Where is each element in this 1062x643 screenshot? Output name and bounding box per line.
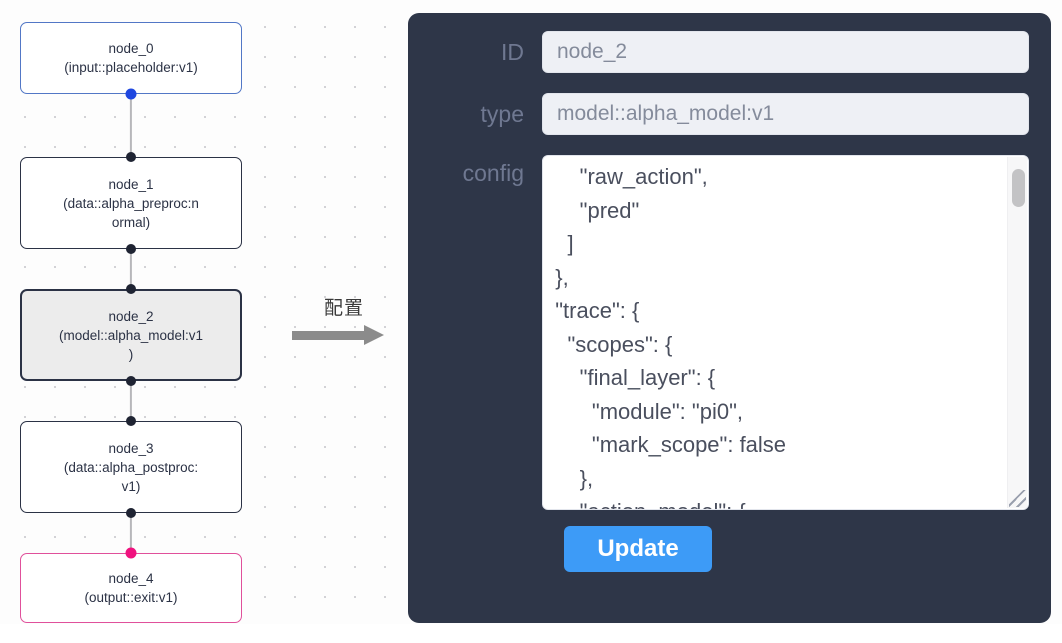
config-scrollbar[interactable] bbox=[1007, 157, 1027, 508]
flow-node-node_4[interactable]: node_4 (output::exit:v1) bbox=[20, 553, 242, 623]
config-textarea[interactable]: "raw_action", "pred" ] }, "trace": { "sc… bbox=[542, 155, 1029, 510]
type-label: type bbox=[480, 101, 524, 127]
field-row-config: config "raw_action", "pred" ] }, "trace"… bbox=[430, 155, 1029, 510]
handle-node_0-source[interactable] bbox=[125, 88, 137, 100]
node-config-panel: ID node_2 type model::alpha_model:v1 con… bbox=[408, 13, 1051, 623]
edge-node0-node1 bbox=[129, 94, 133, 157]
id-label: ID bbox=[501, 39, 524, 65]
node-title: node_4 bbox=[108, 571, 154, 586]
handle-node_2-source[interactable] bbox=[126, 376, 136, 386]
handle-node_1-target[interactable] bbox=[126, 152, 136, 162]
edge-node2-node3 bbox=[129, 381, 133, 421]
field-row-type: type model::alpha_model:v1 bbox=[430, 93, 1029, 135]
handle-node_1-source[interactable] bbox=[126, 244, 136, 254]
handle-node_2-target[interactable] bbox=[126, 284, 136, 294]
right-arrow-icon bbox=[292, 325, 396, 345]
resize-handle-icon[interactable] bbox=[1009, 490, 1026, 507]
handle-node_3-target[interactable] bbox=[126, 416, 136, 426]
edge-node3-node4 bbox=[129, 513, 133, 553]
bottom-strip bbox=[0, 624, 1062, 643]
node-subtitle: (data::alpha_postproc: v1) bbox=[63, 459, 199, 494]
type-input[interactable]: model::alpha_model:v1 bbox=[542, 93, 1029, 135]
flow-node-node_3[interactable]: node_3 (data::alpha_postproc: v1) bbox=[20, 421, 242, 513]
node-subtitle: (input::placeholder:v1) bbox=[64, 60, 198, 75]
node-subtitle: (model::alpha_model:v1 ) bbox=[58, 327, 204, 362]
flow-node-node_1[interactable]: node_1 (data::alpha_preproc:n ormal) bbox=[20, 157, 242, 249]
node-title: node_1 bbox=[108, 176, 154, 192]
config-label: config bbox=[462, 160, 524, 186]
id-input[interactable]: node_2 bbox=[542, 31, 1029, 73]
handle-node_3-source[interactable] bbox=[126, 508, 136, 518]
node-title: node_3 bbox=[108, 440, 154, 456]
handle-node_4-target[interactable] bbox=[125, 547, 137, 559]
transition-annotation: 配置 bbox=[292, 296, 396, 345]
flow-node-node_2[interactable]: node_2 (model::alpha_model:v1 ) bbox=[20, 289, 242, 381]
node-subtitle: (output::exit:v1) bbox=[84, 590, 178, 605]
transition-label: 配置 bbox=[323, 297, 364, 319]
config-scrollbar-thumb[interactable] bbox=[1012, 169, 1025, 207]
node-subtitle: (data::alpha_preproc:n ormal) bbox=[63, 195, 199, 230]
update-button[interactable]: Update bbox=[564, 526, 712, 572]
edge-node1-node2 bbox=[129, 249, 133, 289]
flow-node-node_0[interactable]: node_0 (input::placeholder:v1) bbox=[20, 22, 242, 94]
flow-canvas[interactable]: node_0 (input::placeholder:v1) node_1 (d… bbox=[0, 0, 1062, 628]
config-textarea-text[interactable]: "raw_action", "pred" ] }, "trace": { "sc… bbox=[555, 164, 787, 509]
node-title: node_2 bbox=[108, 308, 154, 324]
node-title: node_0 bbox=[108, 41, 154, 56]
field-row-id: ID node_2 bbox=[430, 31, 1029, 73]
